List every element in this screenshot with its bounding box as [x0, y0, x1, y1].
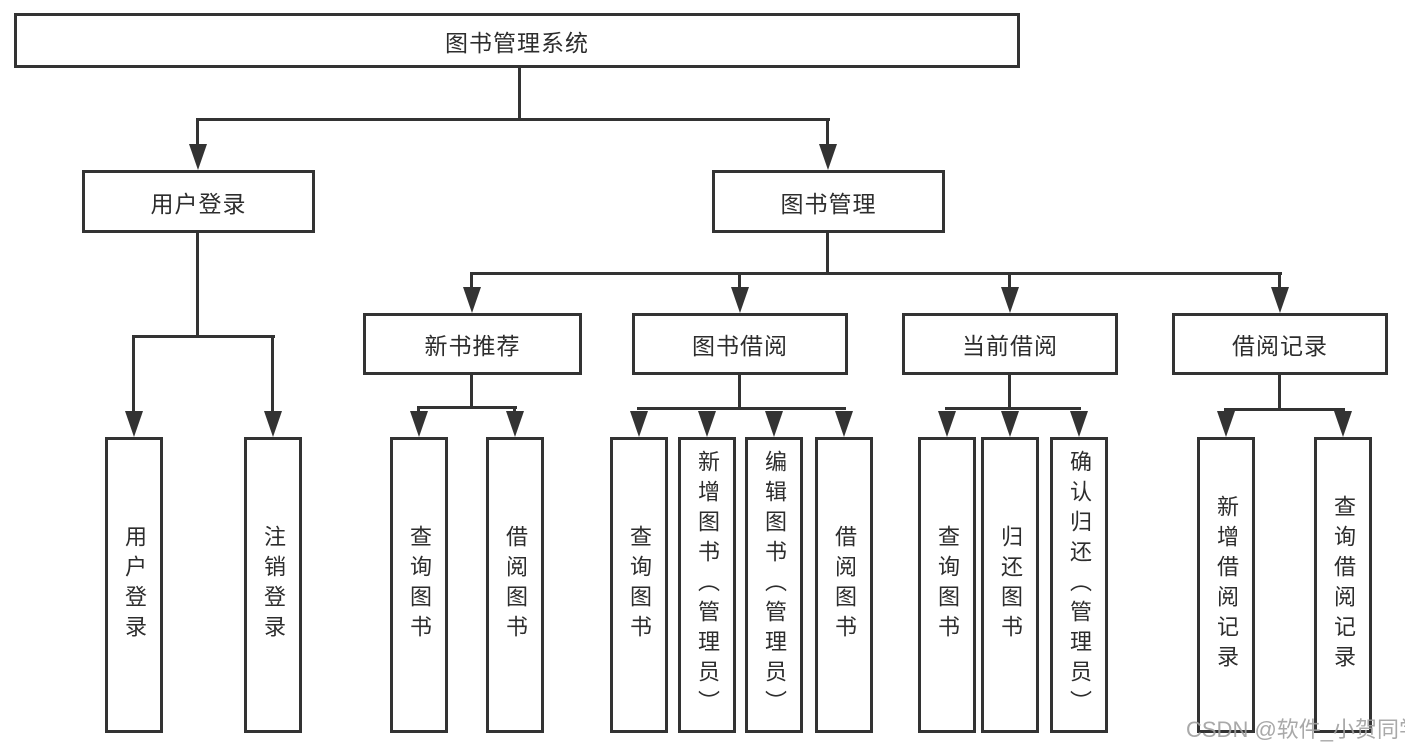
node-new-book-recommendation: 新书推荐	[363, 313, 582, 375]
arrow-down-icon	[938, 411, 956, 437]
connector-line	[513, 406, 516, 413]
leaf-label: 注销登录	[261, 525, 286, 645]
arrow-down-icon	[125, 411, 143, 437]
arrow-down-icon	[189, 144, 207, 170]
leaf-add-books-admin: 新增图书（管理员）	[678, 437, 736, 733]
leaf-label: 用户登录	[122, 525, 147, 645]
connector-line	[637, 407, 846, 410]
connector-line	[826, 118, 829, 146]
node-current-borrowing: 当前借阅	[902, 313, 1118, 375]
arrow-down-icon	[731, 287, 749, 313]
leaf-label: 查询图书	[627, 525, 652, 645]
leaf-label: 编辑图书（管理员）	[762, 450, 787, 720]
leaf-label: 查询图书	[407, 525, 432, 645]
connector-line	[1278, 375, 1281, 408]
connector-line	[417, 406, 517, 409]
node-book-management: 图书管理	[712, 170, 945, 233]
arrow-down-icon	[835, 411, 853, 437]
leaf-label: 查询图书	[935, 525, 960, 645]
arrow-down-icon	[1001, 287, 1019, 313]
connector-line	[945, 407, 1081, 410]
connector-line	[1008, 375, 1011, 407]
leaf-return-books: 归还图书	[981, 437, 1039, 733]
csdn-watermark: CSDN @软件_小贺同学	[1186, 717, 1405, 742]
connector-line	[271, 335, 274, 413]
leaf-label: 借阅图书	[503, 525, 528, 645]
connector-line	[132, 335, 275, 338]
connector-line	[196, 118, 830, 121]
leaf-add-borrow-record: 新增借阅记录	[1197, 437, 1255, 733]
connector-line	[417, 406, 420, 413]
connector-line	[518, 68, 521, 118]
leaf-label: 归还图书	[998, 525, 1023, 645]
leaf-label: 借阅图书	[832, 525, 857, 645]
connector-line	[1278, 272, 1281, 289]
arrow-down-icon	[1334, 411, 1352, 437]
connector-line	[1008, 272, 1011, 289]
leaf-label: 新增图书（管理员）	[695, 450, 720, 720]
connector-line	[826, 233, 829, 272]
connector-line	[470, 375, 473, 407]
leaf-label: 确认归还（管理员）	[1067, 450, 1092, 720]
leaf-user-login: 用户登录	[105, 437, 163, 733]
arrow-down-icon	[463, 287, 481, 313]
leaf-search-books-current: 查询图书	[918, 437, 976, 733]
node-library-system-root: 图书管理系统	[14, 13, 1020, 68]
node-borrowing-records: 借阅记录	[1172, 313, 1388, 375]
leaf-borrow-books: 借阅图书	[815, 437, 873, 733]
leaf-label: 新增借阅记录	[1214, 495, 1239, 675]
leaf-logout: 注销登录	[244, 437, 302, 733]
leaf-label: 查询借阅记录	[1331, 495, 1356, 675]
leaf-confirm-return-admin: 确认归还（管理员）	[1050, 437, 1108, 733]
arrow-down-icon	[1070, 411, 1088, 437]
connector-line	[196, 233, 199, 335]
leaf-borrow-books-recommend: 借阅图书	[486, 437, 544, 733]
leaf-search-borrow-record: 查询借阅记录	[1314, 437, 1372, 733]
arrow-down-icon	[410, 411, 428, 437]
arrow-down-icon	[1271, 287, 1289, 313]
arrow-down-icon	[506, 411, 524, 437]
connector-line	[470, 272, 1282, 275]
arrow-down-icon	[264, 411, 282, 437]
leaf-search-books-borrowing: 查询图书	[610, 437, 668, 733]
node-book-borrowing: 图书借阅	[632, 313, 848, 375]
connector-line	[196, 118, 199, 146]
arrow-down-icon	[1001, 411, 1019, 437]
connector-line	[1224, 408, 1345, 411]
connector-line	[132, 335, 135, 413]
leaf-search-books-recommend: 查询图书	[390, 437, 448, 733]
connector-line	[470, 272, 473, 289]
arrow-down-icon	[630, 411, 648, 437]
arrow-down-icon	[819, 144, 837, 170]
arrow-down-icon	[698, 411, 716, 437]
arrow-down-icon	[765, 411, 783, 437]
arrow-down-icon	[1217, 411, 1235, 437]
connector-line	[738, 375, 741, 407]
leaf-edit-books-admin: 编辑图书（管理员）	[745, 437, 803, 733]
node-user-login: 用户登录	[82, 170, 315, 233]
connector-line	[738, 272, 741, 289]
